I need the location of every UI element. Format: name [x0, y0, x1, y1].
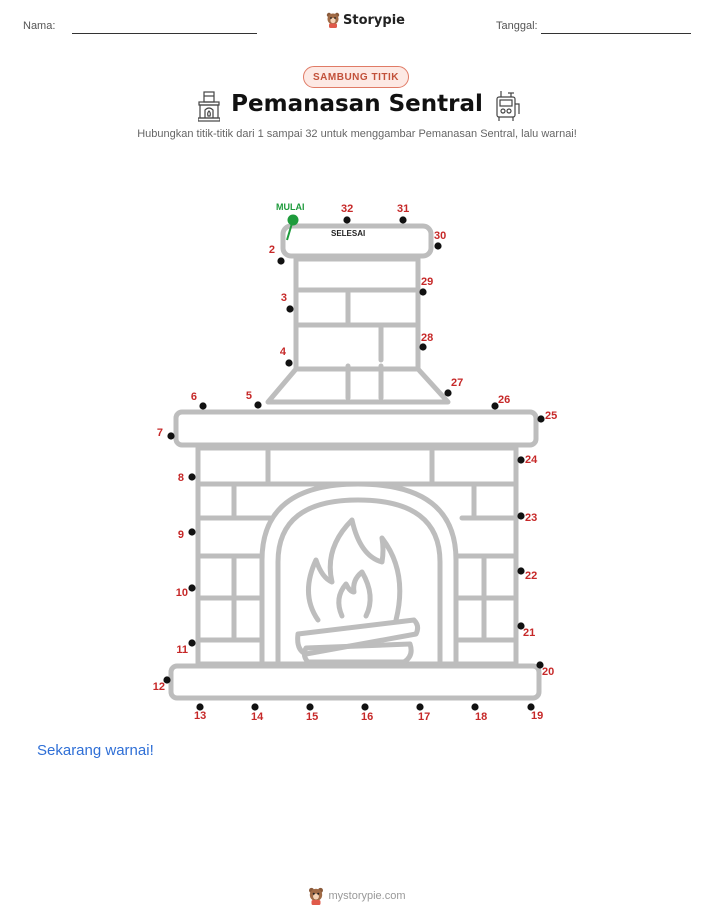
dot-number-15: 15 — [306, 711, 318, 723]
brand-logo: Storypie — [326, 12, 405, 28]
dot-number-11: 11 — [176, 644, 188, 656]
dot-4[interactable] — [285, 359, 293, 367]
dot-number-13: 13 — [194, 710, 206, 722]
date-label: Tanggal: — [496, 20, 538, 32]
name-label: Nama: — [23, 20, 56, 32]
dot-31[interactable] — [399, 216, 407, 224]
dot-number-16: 16 — [361, 711, 373, 723]
start-dot[interactable] — [287, 214, 299, 226]
boiler-icon — [496, 91, 520, 121]
dot-12[interactable] — [163, 676, 171, 684]
dot-number-5: 5 — [246, 390, 252, 402]
dot-13[interactable] — [196, 703, 204, 711]
dot-number-31: 31 — [397, 203, 409, 215]
dot-22[interactable] — [517, 567, 525, 575]
dot-number-3: 3 — [281, 292, 287, 304]
dot-number-19: 19 — [531, 710, 543, 722]
dot-number-12: 12 — [153, 681, 165, 693]
dot-number-4: 4 — [280, 346, 287, 358]
color-prompt: Sekarang warnai! — [37, 742, 154, 759]
dot-17[interactable] — [416, 703, 424, 711]
dot-number-10: 10 — [176, 587, 188, 599]
instructions: Hubungkan titik-titik dari 1 sampai 32 u… — [137, 128, 577, 140]
dot-7[interactable] — [167, 432, 175, 440]
dot-number-25: 25 — [545, 410, 557, 422]
footer-url: mystorypie.com — [328, 890, 406, 902]
footer: mystorypie.com — [0, 887, 714, 905]
dot-number-20: 20 — [542, 666, 554, 678]
dot-28[interactable] — [419, 343, 427, 351]
dot-number-29: 29 — [421, 276, 433, 288]
dot-16[interactable] — [361, 703, 369, 711]
dot-24[interactable] — [517, 456, 525, 464]
dot-number-6: 6 — [191, 391, 197, 403]
dot-14[interactable] — [251, 703, 259, 711]
dot-29[interactable] — [419, 288, 427, 296]
dot-21[interactable] — [517, 622, 525, 630]
dot-number-30: 30 — [434, 230, 446, 242]
dot-27[interactable] — [444, 389, 452, 397]
bear-icon — [326, 12, 340, 28]
page-title: Pemanasan Sentral — [231, 91, 483, 117]
dot-26[interactable] — [491, 402, 499, 410]
dot-2[interactable] — [277, 257, 285, 265]
dot-3[interactable] — [286, 305, 294, 313]
dot-number-21: 21 — [523, 627, 535, 639]
end-label: SELESAI — [331, 229, 365, 238]
dot-5[interactable] — [254, 401, 262, 409]
bear-icon — [309, 887, 324, 905]
dot-15[interactable] — [306, 703, 314, 711]
dot-19[interactable] — [527, 703, 535, 711]
dot-25[interactable] — [537, 415, 545, 423]
dot-number-14: 14 — [251, 711, 264, 723]
dot-number-2: 2 — [269, 244, 275, 256]
dot-number-24: 24 — [525, 454, 538, 466]
dot-number-8: 8 — [178, 472, 184, 484]
dot-23[interactable] — [517, 512, 525, 520]
dot-number-28: 28 — [421, 332, 433, 344]
dot-20[interactable] — [536, 661, 544, 669]
name-field[interactable] — [72, 33, 257, 34]
activity-badge: SAMBUNG TITIK — [303, 66, 409, 88]
dot-10[interactable] — [188, 584, 196, 592]
dot-8[interactable] — [188, 473, 196, 481]
fireplace-outline — [168, 223, 542, 701]
dot-number-23: 23 — [525, 512, 537, 524]
dot-number-9: 9 — [178, 529, 184, 541]
dot-6[interactable] — [199, 402, 207, 410]
start-label: MULAI — [276, 202, 305, 212]
dot-9[interactable] — [188, 528, 196, 536]
fireplace-icon — [198, 91, 220, 122]
dot-number-22: 22 — [525, 570, 537, 582]
dot-number-27: 27 — [451, 377, 463, 389]
dot-number-18: 18 — [475, 711, 487, 723]
dot-32[interactable] — [343, 216, 351, 224]
dot-30[interactable] — [434, 242, 442, 250]
dot-number-17: 17 — [418, 711, 430, 723]
dot-number-32: 32 — [341, 203, 353, 215]
dot-11[interactable] — [188, 639, 196, 647]
date-field[interactable] — [541, 33, 691, 34]
dot-number-7: 7 — [157, 427, 163, 439]
dot-number-26: 26 — [498, 394, 510, 406]
brand-name: Storypie — [343, 12, 405, 28]
dot-18[interactable] — [471, 703, 479, 711]
